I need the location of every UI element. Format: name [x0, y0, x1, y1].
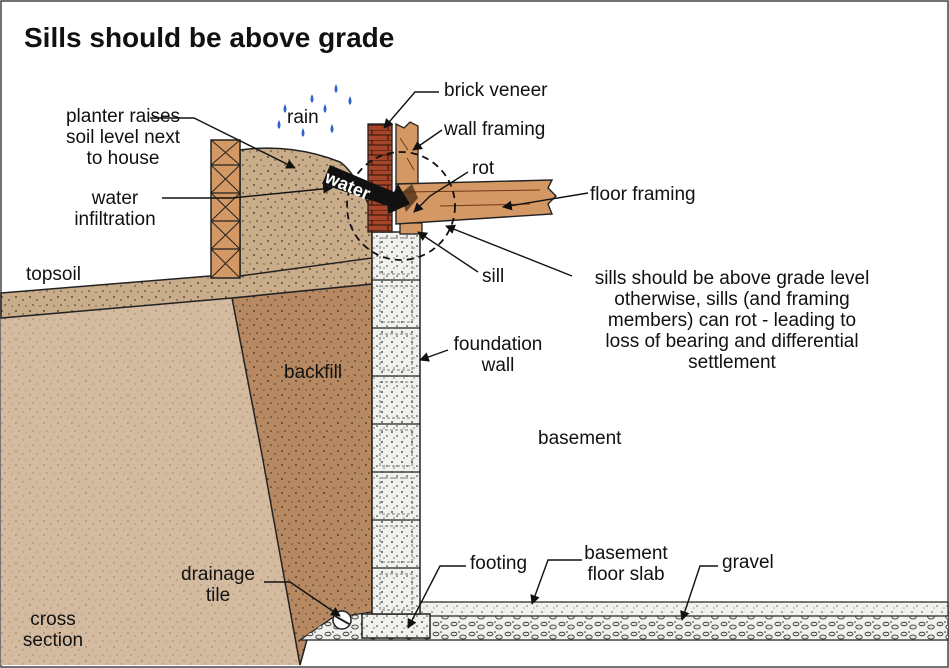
label-planter: planter raises soil level next to house	[48, 106, 198, 169]
leader-lines	[150, 91, 718, 629]
label-sill-note-line-5: settlement	[688, 352, 776, 373]
label-planter-line-3: to house	[86, 148, 160, 169]
gravel-bed	[298, 611, 949, 641]
label-sill-note-line-4: loss of bearing and differential	[605, 331, 859, 352]
label-drainage-tile: drainage tile	[170, 564, 266, 606]
label-basement-floor-slab-line-2: floor slab	[587, 564, 665, 585]
label-sill-note-line-1: sills should be above grade level	[594, 268, 870, 289]
label-basement: basement	[538, 428, 622, 449]
label-rot: rot	[472, 158, 495, 179]
rot-zone-circle	[346, 151, 456, 261]
label-sill-note-line-2: otherwise, sills (and framing	[614, 289, 850, 310]
label-water-infiltration: water infiltration	[60, 188, 170, 230]
label-rain: rain	[287, 107, 319, 128]
diagram-title: Sills should be above grade	[24, 22, 395, 53]
label-foundation-wall-line-1: foundation	[453, 334, 543, 355]
native-soil	[1, 298, 300, 665]
label-brick-veneer: brick veneer	[444, 80, 548, 101]
label-gravel: gravel	[722, 552, 774, 573]
basement-floor-slab	[419, 601, 949, 617]
label-wall-framing: wall framing	[444, 119, 546, 140]
water-arrow	[322, 165, 410, 214]
label-basement-floor-slab: basement floor slab	[574, 543, 678, 585]
label-drainage-tile-line-2: tile	[205, 585, 231, 606]
floor-framing-joist	[395, 179, 557, 225]
label-planter-line-2: soil level next	[65, 127, 181, 148]
label-sill-note-line-3: members) can rot - leading to	[607, 310, 857, 331]
brick-veneer	[367, 123, 393, 233]
label-water-infiltration-line-2: infiltration	[74, 209, 156, 230]
label-cross-section-line-1: cross	[30, 609, 76, 630]
backfill-region	[231, 283, 373, 666]
planter-wall	[210, 139, 241, 279]
footing	[361, 613, 431, 639]
label-cross-section-line-2: section	[22, 630, 84, 651]
label-drainage-tile-line-1: drainage	[181, 564, 255, 585]
label-topsoil: topsoil	[26, 264, 81, 285]
label-foundation-wall-line-2: wall	[481, 355, 515, 376]
label-floor-framing: floor framing	[590, 184, 696, 205]
label-water-infiltration-line-1: water	[91, 188, 139, 209]
label-sill-note: sills should be above grade level otherw…	[572, 268, 892, 373]
label-basement-floor-slab-line-1: basement	[584, 543, 668, 564]
label-backfill: backfill	[284, 362, 343, 383]
label-planter-line-1: planter raises	[65, 106, 181, 127]
raindrops	[277, 84, 352, 137]
label-foundation-wall: foundation wall	[440, 334, 556, 376]
label-sill: sill	[482, 266, 505, 287]
foundation-wall-blocks	[371, 231, 421, 615]
label-cross-section: cross section	[14, 609, 92, 651]
label-footing: footing	[470, 553, 528, 574]
